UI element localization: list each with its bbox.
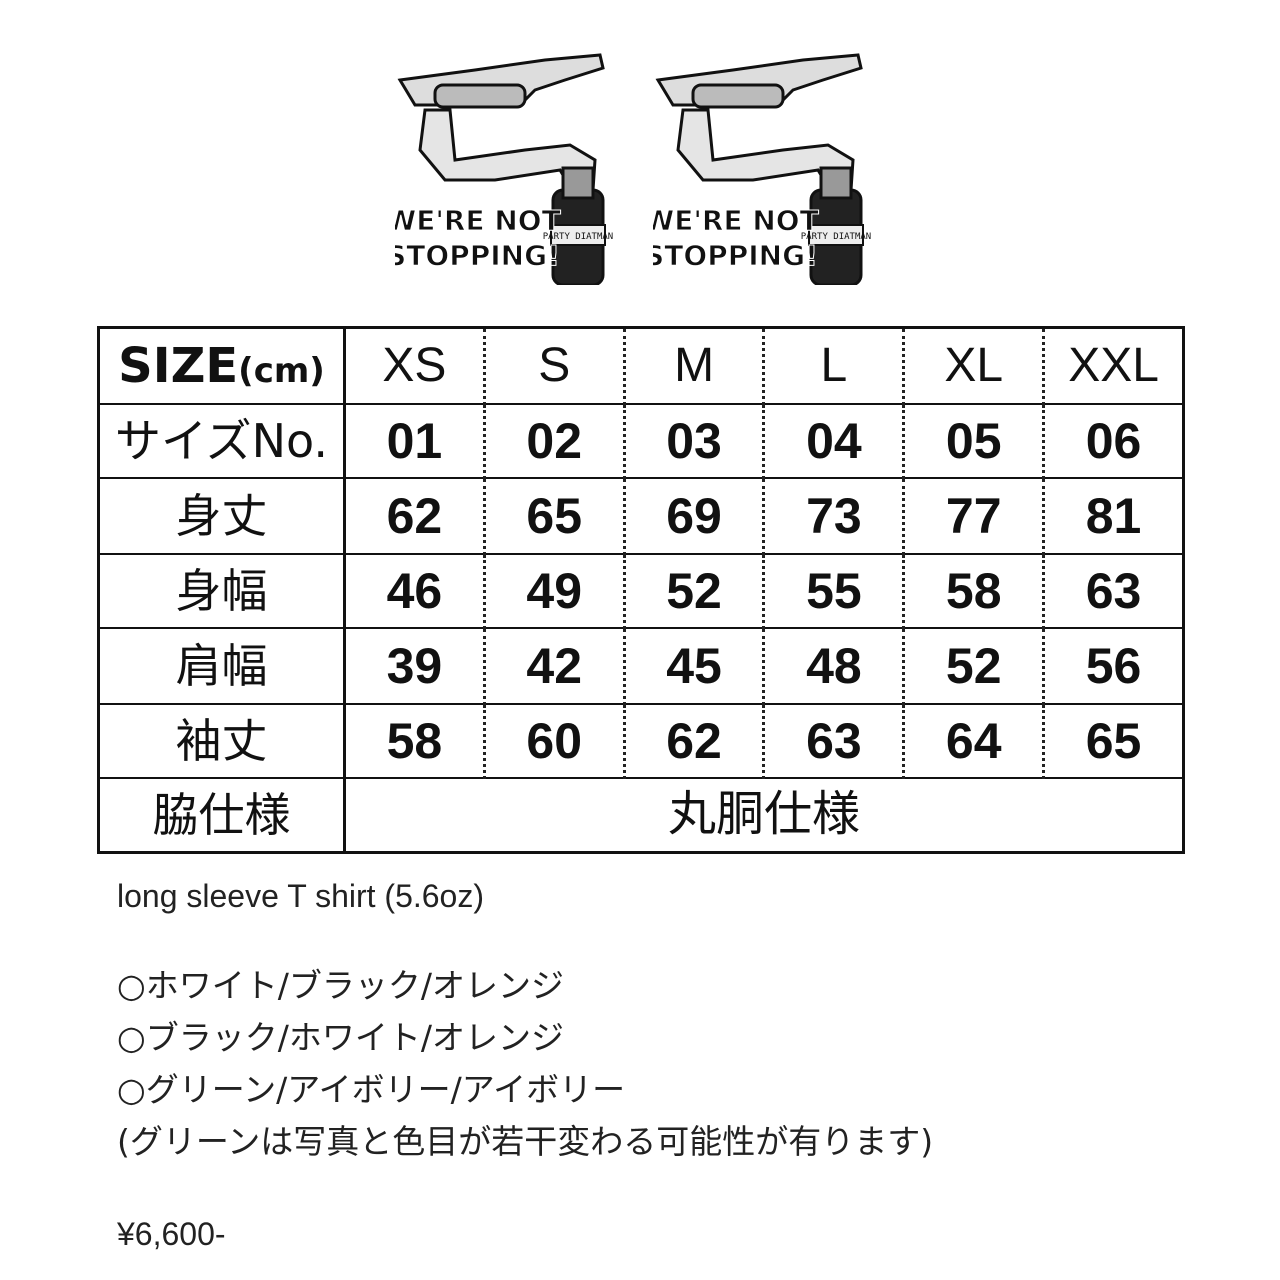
size-s: S (482, 326, 626, 405)
table-cell: 06 (1042, 402, 1185, 480)
table-cell: 77 (902, 477, 1046, 555)
tap-lock-illustration: PARTY DIATMAN WE'RE NOT STOPPING! (643, 53, 871, 287)
table-row: 袖丈 58 60 62 63 64 65 (97, 702, 1185, 780)
color-note: (グリーンは写真と色目が若干変わる可能性が有ります) (117, 1122, 934, 1161)
table-cell: 04 (762, 402, 906, 480)
logo-graphic: PARTY DIATMAN WE'RE NOT STOPPING! (643, 50, 878, 287)
size-chart-table: SIZE(cm) XS S M L XL XXL サイズNo. 01 02 03… (97, 326, 1185, 854)
badge-line2: STOPPING! (653, 239, 818, 272)
table-cell: 62 (343, 477, 486, 555)
side-spec-value: 丸胴仕様 (343, 777, 1185, 854)
table-cell: 39 (343, 627, 486, 705)
table-cell: 62 (622, 702, 766, 780)
table-cell: 65 (482, 477, 626, 555)
tap-lock-illustration: PARTY DIATMAN WE'RE NOT STOPPING! (385, 53, 613, 287)
table-cell: 65 (1042, 702, 1185, 780)
side-spec-label: 脇仕様 (97, 777, 346, 854)
table-cell: 56 (1042, 627, 1185, 705)
table-cell: 81 (1042, 477, 1185, 555)
size-header-row: SIZE(cm) XS S M L XL XXL (97, 326, 1185, 405)
table-cell: 05 (902, 402, 1046, 480)
table-cell: 60 (482, 702, 626, 780)
row-label: 袖丈 (97, 702, 346, 780)
price: ¥6,600- (117, 1216, 226, 1252)
size-xl: XL (902, 326, 1046, 405)
size-header-label: SIZE(cm) (97, 326, 346, 405)
table-row: 身丈 62 65 69 73 77 81 (97, 477, 1185, 555)
table-cell: 01 (343, 402, 486, 480)
row-label: 肩幅 (97, 627, 346, 705)
product-info: long sleeve T shirt (5.6oz) ○ホワイト/ブラック/オ… (117, 873, 1217, 1261)
row-label: 身幅 (97, 552, 346, 630)
lock-plate-text: PARTY DIATMAN (801, 232, 871, 242)
table-cell: 73 (762, 477, 906, 555)
table-cell: 45 (622, 627, 766, 705)
size-xs: XS (343, 326, 486, 405)
color-option: ○ブラック/ホワイト/オレンジ (117, 1018, 565, 1057)
size-l: L (762, 326, 906, 405)
size-m: M (622, 326, 766, 405)
table-cell: 63 (762, 702, 906, 780)
badge-line1: WE'RE NOT (653, 204, 819, 237)
table-cell: 02 (482, 402, 626, 480)
table-cell: 64 (902, 702, 1046, 780)
size-xxl: XXL (1042, 326, 1185, 405)
table-cell: 63 (1042, 552, 1185, 630)
size-unit: (cm) (238, 350, 325, 391)
badge-line2: STOPPING! (395, 239, 560, 272)
row-label: サイズNo. (97, 402, 346, 480)
table-cell: 52 (902, 627, 1046, 705)
table-cell: 58 (902, 552, 1046, 630)
table-cell: 58 (343, 702, 486, 780)
row-label: 身丈 (97, 477, 346, 555)
color-option: ○ホワイト/ブラック/オレンジ (117, 966, 565, 1005)
table-cell: 46 (343, 552, 486, 630)
product-name: long sleeve T shirt (5.6oz) (117, 878, 484, 914)
table-row: 身幅 46 49 52 55 58 63 (97, 552, 1185, 630)
table-row: 脇仕様 丸胴仕様 (97, 777, 1185, 854)
logo-graphic: PARTY DIATMAN WE'RE NOT STOPPING! (385, 50, 620, 287)
table-row: サイズNo. 01 02 03 04 05 06 (97, 402, 1185, 480)
table-cell: 69 (622, 477, 766, 555)
table-cell: 03 (622, 402, 766, 480)
table-cell: 49 (482, 552, 626, 630)
badge-line1: WE'RE NOT (395, 204, 561, 237)
table-cell: 48 (762, 627, 906, 705)
lock-plate-text: PARTY DIATMAN (543, 232, 613, 242)
table-cell: 52 (622, 552, 766, 630)
color-option: ○グリーン/アイボリー/アイボリー (117, 1070, 626, 1109)
logo-pair: PARTY DIATMAN WE'RE NOT STOPPING! PARTY … (385, 50, 878, 290)
table-cell: 55 (762, 552, 906, 630)
table-cell: 42 (482, 627, 626, 705)
table-row: 肩幅 39 42 45 48 52 56 (97, 627, 1185, 705)
